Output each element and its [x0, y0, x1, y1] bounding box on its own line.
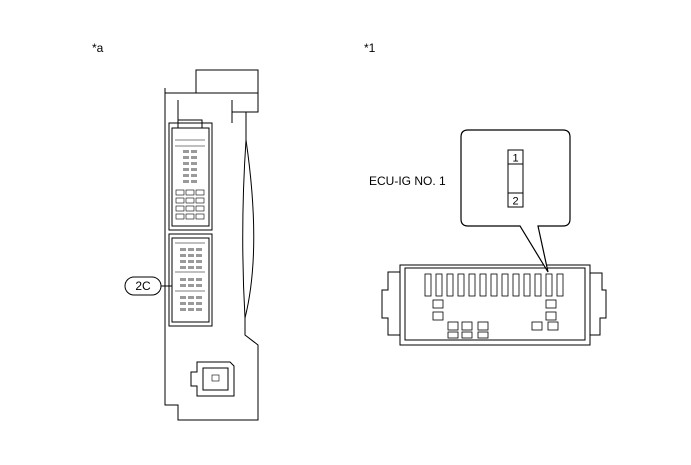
junction-block	[164, 69, 259, 421]
view-a-label: *a	[92, 41, 104, 55]
terminal-2-label: 2	[512, 196, 518, 208]
connector-code-callout: 2C	[124, 276, 172, 296]
fuse-zoom-callout: 1 2	[460, 129, 571, 273]
connector-lower	[168, 233, 213, 327]
connector-code-text: 2C	[135, 279, 151, 293]
fuse-name-label: ECU-IG NO. 1	[369, 174, 446, 188]
connector-small	[190, 361, 235, 397]
fuse-block	[381, 264, 607, 346]
connector-upper	[168, 119, 213, 231]
view-1-label: *1	[364, 41, 376, 55]
terminal-1-label: 1	[512, 153, 518, 165]
